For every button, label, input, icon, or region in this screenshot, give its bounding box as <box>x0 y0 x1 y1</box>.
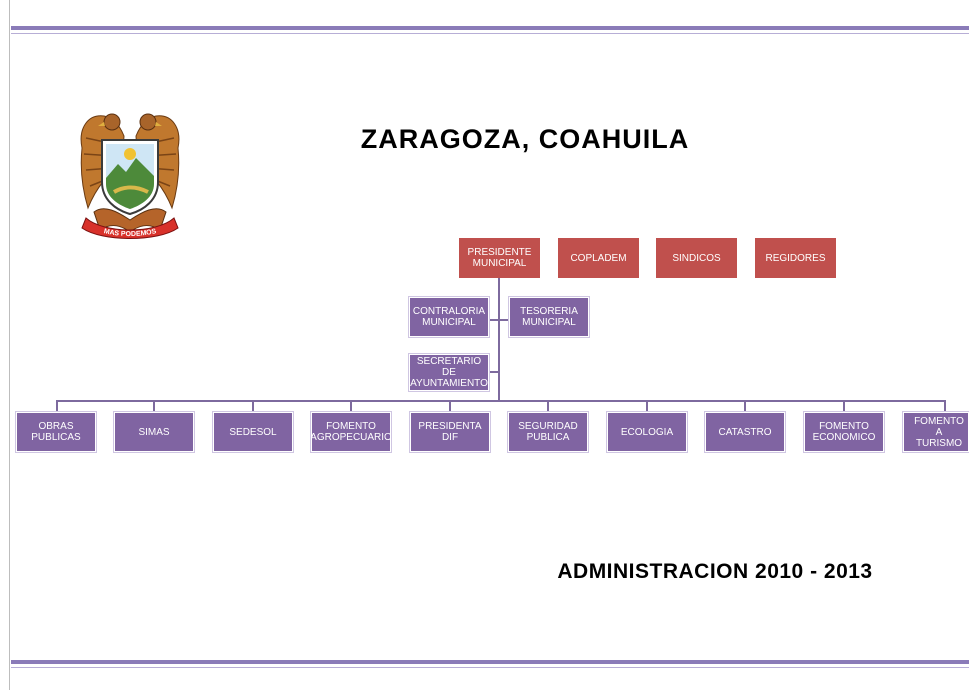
dept-drop-3 <box>252 400 254 412</box>
dept-drop-5 <box>449 400 451 412</box>
org-box-regidores: REGIDORES <box>755 238 836 278</box>
dept-drop-2 <box>153 400 155 412</box>
dept-drop-4 <box>350 400 352 412</box>
dept-drop-6 <box>547 400 549 412</box>
org-box-simas: SIMAS <box>113 411 195 453</box>
municipal-coat-of-arms-logo: MAS PODEMOS <box>80 113 180 239</box>
left-margin-line <box>9 0 10 690</box>
logo-motto-text: MAS PODEMOS <box>103 228 157 238</box>
dept-drop-1 <box>56 400 58 412</box>
org-box-fomento-agropecuario: FOMENTO AGROPECUARIO <box>310 411 392 453</box>
bottom-decorative-band <box>11 660 969 668</box>
org-box-secretario-de-ayuntamiento: SECRETARIO DE AYUNTAMIENTO <box>408 353 490 392</box>
dept-drop-8 <box>744 400 746 412</box>
org-box-sedesol: SEDESOL <box>212 411 294 453</box>
org-box-copladem: COPLADEM <box>558 238 639 278</box>
org-box-contraloria-municipal: CONTRALORIA MUNICIPAL <box>408 296 490 338</box>
page-title: ZARAGOZA, COAHUILA <box>360 124 690 154</box>
administration-period-label: ADMINISTRACION 2010 - 2013 <box>557 560 873 583</box>
org-box-presidente-municipal: PRESIDENTE MUNICIPAL <box>459 238 540 278</box>
trunk-connector <box>498 278 500 401</box>
org-box-sindicos: SINDICOS <box>656 238 737 278</box>
org-box-presidenta-dif: PRESIDENTA DIF <box>409 411 491 453</box>
staff-connector-contraloria-tesoreria <box>489 319 509 321</box>
org-box-ecologia: ECOLOGIA <box>606 411 688 453</box>
org-box-fomento-a-turismo: FOMENTO A TURISMO <box>902 411 969 453</box>
org-box-obras-publicas: OBRAS PUBLICAS <box>15 411 97 453</box>
top-decorative-band <box>11 26 969 34</box>
departments-bus-connector <box>56 400 946 402</box>
org-box-seguridad-publica: SEGURIDAD PUBLICA <box>507 411 589 453</box>
org-box-catastro: CATASTRO <box>704 411 786 453</box>
dept-drop-10 <box>944 400 946 412</box>
org-box-tesoreria-municipal: TESORERIA MUNICIPAL <box>508 296 590 338</box>
org-box-fomento-economico: FOMENTO ECONOMICO <box>803 411 885 453</box>
dept-drop-9 <box>843 400 845 412</box>
dept-drop-7 <box>646 400 648 412</box>
staff-connector-secretario <box>489 371 499 373</box>
